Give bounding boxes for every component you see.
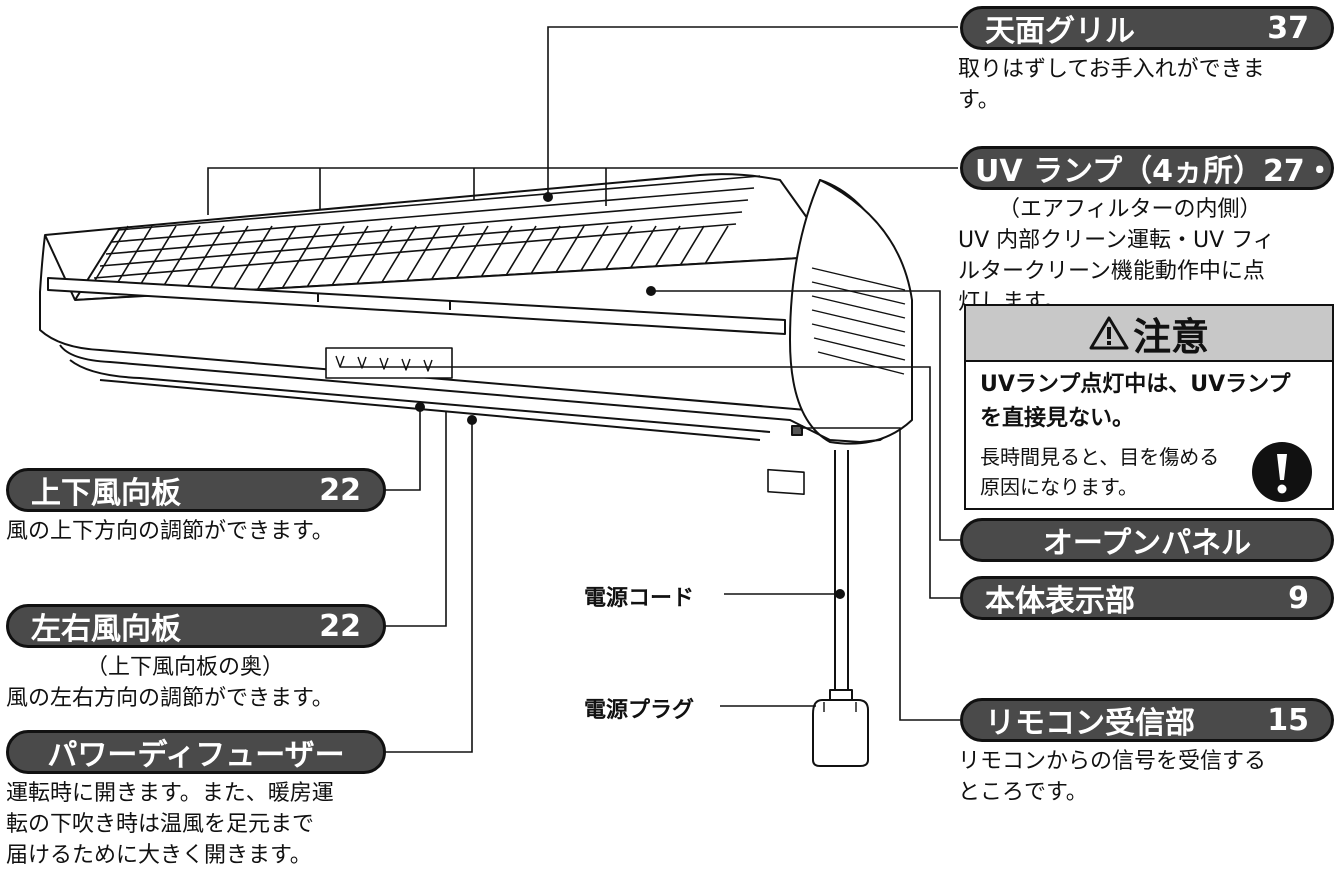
grille-slat <box>351 225 393 293</box>
grille-rail <box>93 223 737 279</box>
vertical-louver-desc: 風の上下方向の調節ができます。 <box>6 519 334 544</box>
caution-sub-text: 長時間見ると、目を傷める原因になります。 <box>980 445 1220 499</box>
caution-main-text: UVランプ点灯中は、UVランプを直接見ない。 <box>980 372 1291 431</box>
grille-slat <box>183 225 225 293</box>
indoor-unit-illustration <box>39 173 913 767</box>
caution-heading: 注意 <box>966 306 1332 362</box>
leader-dots <box>415 192 845 599</box>
grille-slat <box>375 225 417 293</box>
grille-rail <box>111 187 755 243</box>
grille-rail <box>117 175 761 231</box>
exclamation-circle-icon <box>1252 442 1312 502</box>
grille-slat <box>255 225 297 293</box>
power-cord-label: 電源コード <box>584 586 695 611</box>
remote-receiver-desc: リモコンからの信号を受信するところです。 <box>958 749 1267 805</box>
warning-triangle-icon <box>1089 316 1129 350</box>
uv-lamp-label: UV ランプ（4ヵ所）27・28 <box>960 146 1340 190</box>
power-diffuser-label: パワーディフューザー <box>6 730 386 774</box>
caution-box: 注意 UVランプ点灯中は、UVランプを直接見ない。 長時間見ると、目を傷める原因… <box>964 304 1334 510</box>
grille-slat <box>111 225 153 293</box>
power-plug-label: 電源プラグ <box>584 698 695 723</box>
leader-lines <box>207 26 960 753</box>
grille-slat <box>231 225 273 293</box>
grille-slat <box>207 225 249 293</box>
uv-lamp-desc: （エアフィルターの内側） UV 内部クリーン運転・UV フィ ルタークリーン機能… <box>958 197 1275 315</box>
horizontal-louver-desc: （上下風向板の奥） 風の左右方向の調節ができます。 <box>6 655 334 711</box>
top-grille-desc: 取りはずしてお手入れができます。 <box>958 57 1265 113</box>
grille-slat <box>327 225 369 293</box>
open-panel-label: オープンパネル <box>960 518 1334 562</box>
power-diffuser-desc: 運転時に開きます。また、暖房運 転の下吹き時は温風を足元まで 届けるために大きく… <box>6 781 334 868</box>
grille-rail <box>105 199 749 255</box>
grille-rail <box>99 211 743 267</box>
